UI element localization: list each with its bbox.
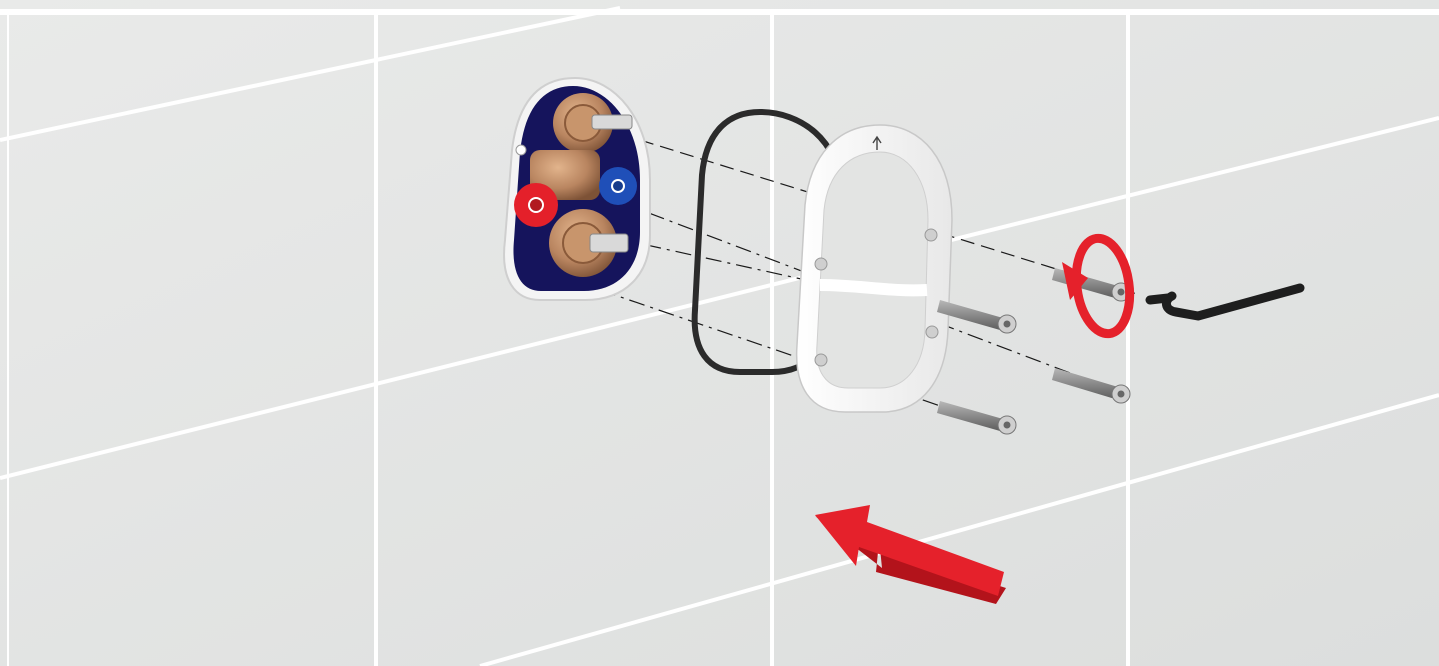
- valve-housing: [504, 78, 650, 300]
- screw-hex-socket: [1004, 422, 1011, 429]
- screw-hex-socket: [1118, 289, 1125, 296]
- frame-screw-hole: [925, 229, 937, 241]
- screw-hex-socket: [1004, 321, 1011, 328]
- upper-spindle: [592, 115, 632, 129]
- cold-indicator-screw: [612, 180, 624, 192]
- frame-screw-hole: [926, 326, 938, 338]
- frame-opening: [817, 152, 928, 388]
- mounting-frame: [797, 125, 952, 412]
- frame-crossbar: [820, 285, 927, 290]
- screw-hex-socket: [1118, 391, 1125, 398]
- hex-key-tip: [1150, 298, 1168, 300]
- frame-screw-hole: [815, 258, 827, 270]
- hot-indicator-screw: [529, 198, 543, 212]
- frame-screw-hole: [815, 354, 827, 366]
- lower-spindle: [590, 234, 628, 252]
- housing-bolt: [516, 145, 526, 155]
